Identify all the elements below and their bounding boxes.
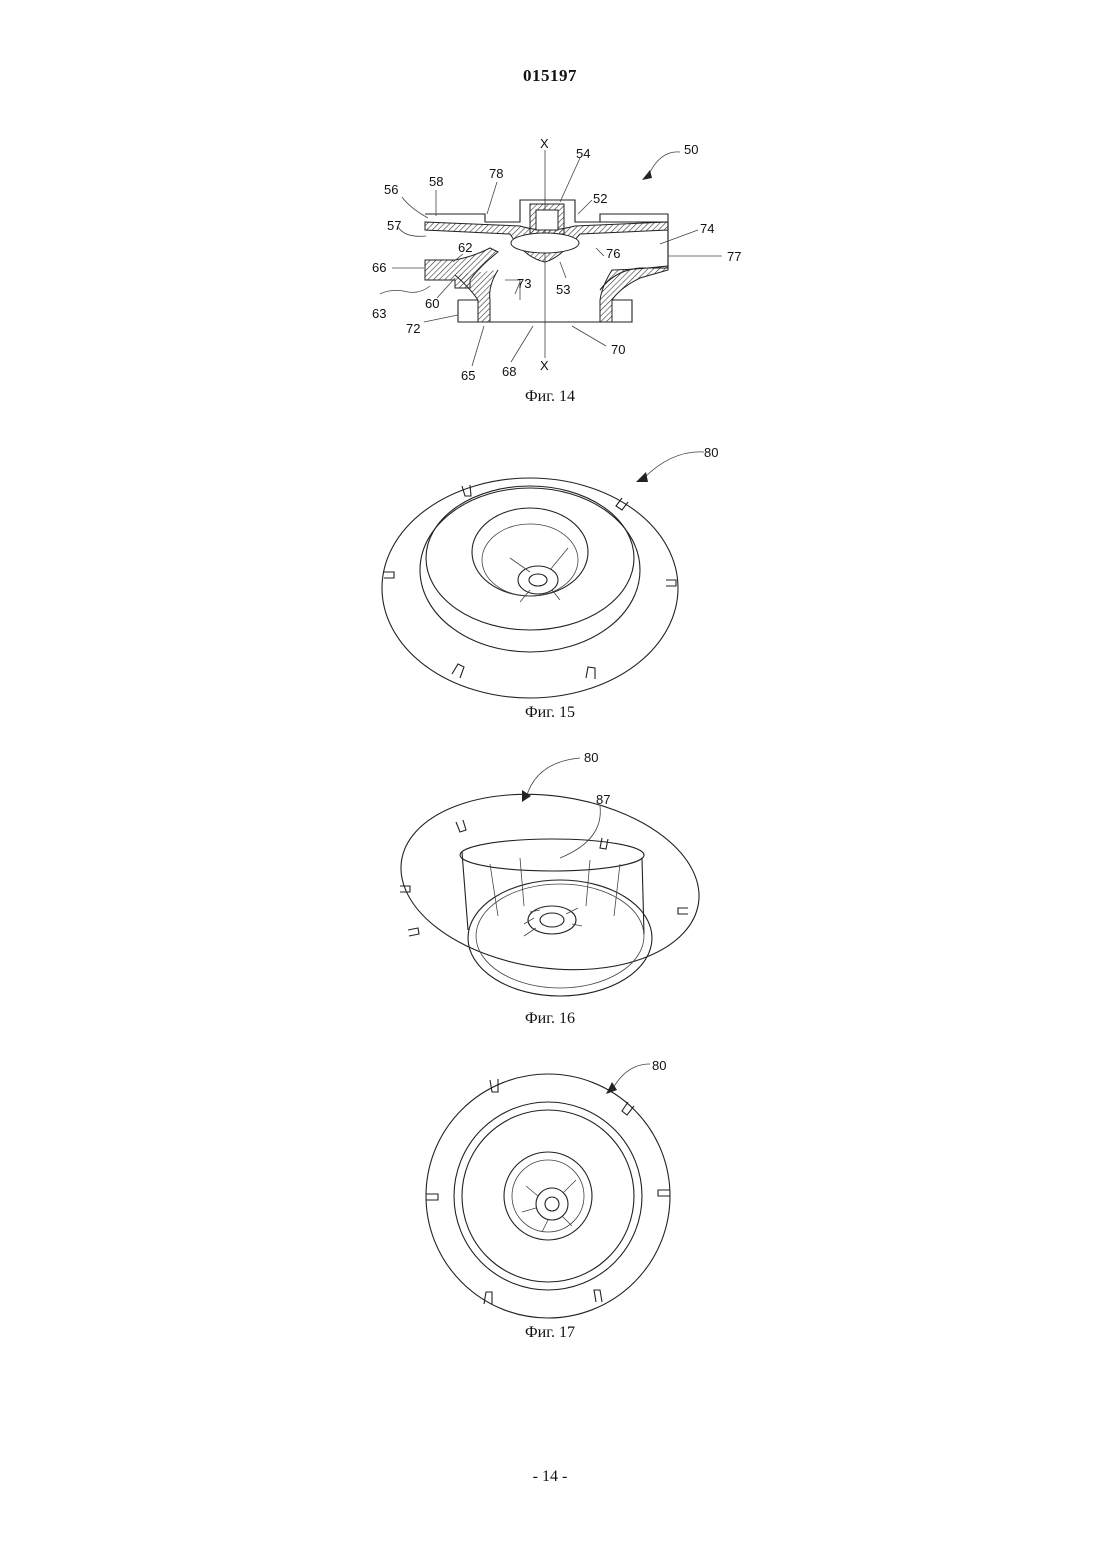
leader-80 (612, 1064, 650, 1090)
ref-label: 80 (652, 1058, 666, 1073)
ring-outer (454, 1102, 642, 1290)
inner-cavity (504, 1152, 592, 1240)
right-tube (600, 266, 668, 322)
figure-14-drawing: 50 54 78 56 58 52 57 74 62 76 66 77 73 5… (0, 130, 1100, 390)
leader-80 (526, 758, 580, 798)
ref-label: 63 (372, 306, 386, 321)
figure-caption: Фиг. 16 (0, 1010, 1100, 1028)
hub-hole (540, 913, 564, 927)
outer-flange (389, 776, 710, 988)
hub (518, 566, 558, 594)
ref-label: 60 (425, 296, 439, 311)
hub-hole (545, 1197, 559, 1211)
cylinder-front-face-inner (476, 884, 644, 988)
axis-label-top: X (540, 136, 549, 151)
ref-label: 57 (387, 218, 401, 233)
inner-cavity-wall (482, 524, 578, 596)
left-foot (458, 300, 478, 322)
ref-label: 80 (584, 750, 598, 765)
raised-ring-outer (420, 488, 640, 652)
ref-label: 76 (606, 246, 620, 261)
ref-label: 58 (429, 174, 443, 189)
ref-label: 80 (704, 445, 718, 460)
figure-16: 80 87 Фиг. 16 (0, 740, 1100, 1036)
ref-label: 74 (700, 221, 714, 236)
ref-label: 68 (502, 364, 516, 379)
ref-label: 73 (517, 276, 531, 291)
internal-vanes (490, 858, 620, 916)
ref-label: 77 (727, 249, 741, 264)
document-number: 015197 (0, 66, 1100, 86)
figure-17: 80 Фиг. 17 (0, 1050, 1100, 1350)
ref-label: 54 (576, 146, 590, 161)
ref-label: 62 (458, 240, 472, 255)
leader-80 (644, 452, 704, 478)
ref-label: 52 (593, 191, 607, 206)
ref-label: 72 (406, 321, 420, 336)
ref-label: 50 (684, 142, 698, 157)
figure-16-drawing: 80 87 (0, 740, 1100, 1015)
ref-label: 56 (384, 182, 398, 197)
hub-hole (529, 574, 547, 586)
figure-caption: Фиг. 14 (0, 388, 1100, 406)
leader-87 (560, 806, 600, 858)
leader-50 (648, 152, 680, 176)
cylinder-top (460, 839, 644, 871)
ref-label: 78 (489, 166, 503, 181)
ref-label: 70 (611, 342, 625, 357)
flange-slots (400, 820, 688, 936)
figure-15-drawing: 80 (0, 440, 1100, 705)
cylinder-front-face (468, 880, 652, 996)
left-tube (455, 270, 498, 322)
ring-inner (462, 1110, 634, 1282)
figure-caption: Фиг. 17 (0, 1324, 1100, 1342)
figure-caption: Фиг. 15 (0, 704, 1100, 722)
ref-label: 53 (556, 282, 570, 297)
ref-label: 65 (461, 368, 475, 383)
center-lens (511, 233, 579, 253)
outer-flange (426, 1074, 670, 1318)
hub (536, 1188, 568, 1220)
outer-flange (382, 478, 678, 698)
ref-label: 66 (372, 260, 386, 275)
figure-14: 50 54 78 56 58 52 57 74 62 76 66 77 73 5… (0, 130, 1100, 410)
right-foot (612, 300, 632, 322)
hub-bore (536, 210, 558, 230)
page-number: - 14 - (0, 1468, 1100, 1486)
hub (528, 906, 576, 934)
figure-17-drawing: 80 (0, 1050, 1100, 1330)
inner-cavity-wall (512, 1160, 584, 1232)
axis-label-bottom: X (540, 358, 549, 373)
figure-15: 80 Фиг. 15 (0, 440, 1100, 730)
